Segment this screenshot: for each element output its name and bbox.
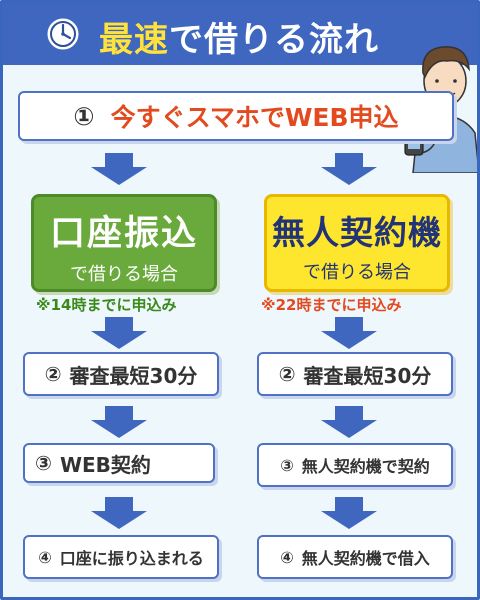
left-step-2-screening: ② 審査最短30分 <box>23 352 219 396</box>
page-title: 最速で借りる流れ <box>99 12 379 61</box>
method-subtitle: で借りる場合 <box>303 262 411 283</box>
method-subtitle: で借りる場合 <box>70 264 178 285</box>
step-label: 今すぐスマホでWEB申込 <box>110 103 399 132</box>
down-arrow-icon <box>321 406 377 438</box>
down-arrow-icon <box>91 497 147 529</box>
deadline-note: ※14時までに申込み <box>36 296 177 314</box>
step-label: 審査最短30分 <box>69 363 198 388</box>
deadline-note: ※22時までに申込み <box>261 296 402 314</box>
step-label: 審査最短30分 <box>303 363 432 388</box>
step-number: ② <box>44 362 62 386</box>
right-step-3-machine-contract: ③ 無人契約機で契約 <box>257 443 453 487</box>
step-number: ① <box>73 101 95 131</box>
down-arrow-icon <box>321 317 377 349</box>
title-highlight: 最速 <box>99 20 169 60</box>
step-label: 無人契約機で借入 <box>301 549 430 568</box>
down-arrow-icon <box>321 153 377 185</box>
step-number: ④ <box>280 547 294 567</box>
method-title: 口座振込 <box>49 214 198 254</box>
step-number: ② <box>278 362 296 386</box>
header-bar: 最速で借りる流れ <box>3 3 477 65</box>
clock-icon <box>47 18 79 50</box>
down-arrow-icon <box>91 406 147 438</box>
down-arrow-icon <box>321 497 377 529</box>
right-step-2-screening: ② 審査最短30分 <box>257 352 453 396</box>
left-step-3-web-contract: ③ WEB契約 <box>23 443 215 483</box>
method-title: 無人契約機 <box>272 213 442 252</box>
left-step-4-transfer: ④ 口座に振り込まれる <box>23 535 219 579</box>
step-label: 口座に振り込まれる <box>59 549 204 568</box>
bank-transfer-method-box: 口座振込 で借りる場合 <box>31 194 217 292</box>
step-1-web-application: ① 今すぐスマホでWEB申込 <box>18 91 454 141</box>
step-number: ③ <box>280 455 294 475</box>
step-number: ④ <box>38 547 52 567</box>
title-rest: で借りる流れ <box>169 20 379 60</box>
unmanned-machine-method-box: 無人契約機 で借りる場合 <box>264 194 450 292</box>
step-number: ③ <box>35 451 52 475</box>
right-step-4-machine-borrow: ④ 無人契約機で借入 <box>257 535 453 579</box>
down-arrow-icon <box>91 317 147 349</box>
down-arrow-icon <box>91 153 147 185</box>
step-label: WEB契約 <box>59 452 151 477</box>
step-label: 無人契約機で契約 <box>301 457 430 476</box>
